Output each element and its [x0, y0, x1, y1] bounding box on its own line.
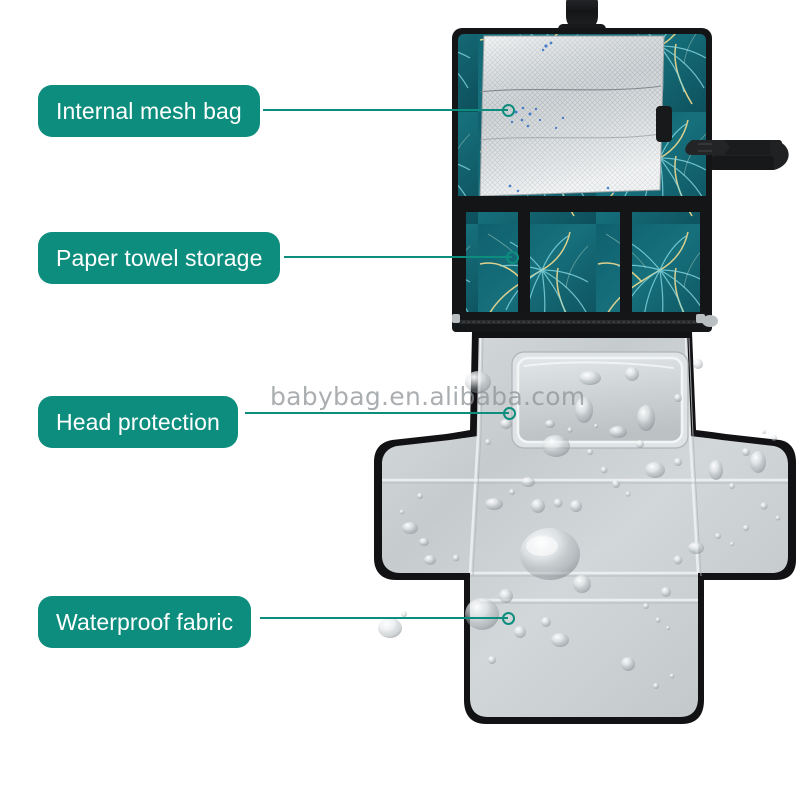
callout-label-head-protection: Head protection	[56, 408, 220, 435]
watermark-text: babybag.en.alibaba.com	[270, 382, 586, 411]
leader-line-paper-towel-storage	[284, 256, 512, 258]
callout-internal-mesh-bag[interactable]: Internal mesh bag	[38, 85, 260, 137]
waterproof-mat-shape	[374, 332, 796, 724]
upper-flap	[452, 28, 718, 332]
leader-dot-head-protection	[503, 407, 516, 420]
callout-head-protection[interactable]: Head protection	[38, 396, 238, 448]
mesh-pocket-shape	[479, 35, 665, 197]
leader-dot-internal-mesh-bag	[502, 104, 515, 117]
side-buckle-shape	[685, 140, 789, 170]
callout-label-paper-towel-storage: Paper towel storage	[56, 244, 263, 271]
zipper-shape	[452, 312, 718, 332]
leader-dot-waterproof-fabric	[502, 612, 515, 625]
callout-paper-towel-storage[interactable]: Paper towel storage	[38, 232, 281, 284]
leader-line-waterproof-fabric	[260, 617, 508, 619]
leader-line-head-protection	[245, 412, 509, 414]
leader-line-internal-mesh-bag	[263, 109, 508, 111]
callout-label-waterproof-fabric: Waterproof fabric	[56, 608, 234, 635]
leader-dot-paper-towel-storage	[506, 251, 519, 264]
callout-label-internal-mesh-bag: Internal mesh bag	[56, 97, 242, 124]
callout-waterproof-fabric[interactable]: Waterproof fabric	[38, 596, 252, 648]
towel-pockets-shape	[458, 208, 708, 316]
water-droplets-shape	[378, 359, 781, 689]
